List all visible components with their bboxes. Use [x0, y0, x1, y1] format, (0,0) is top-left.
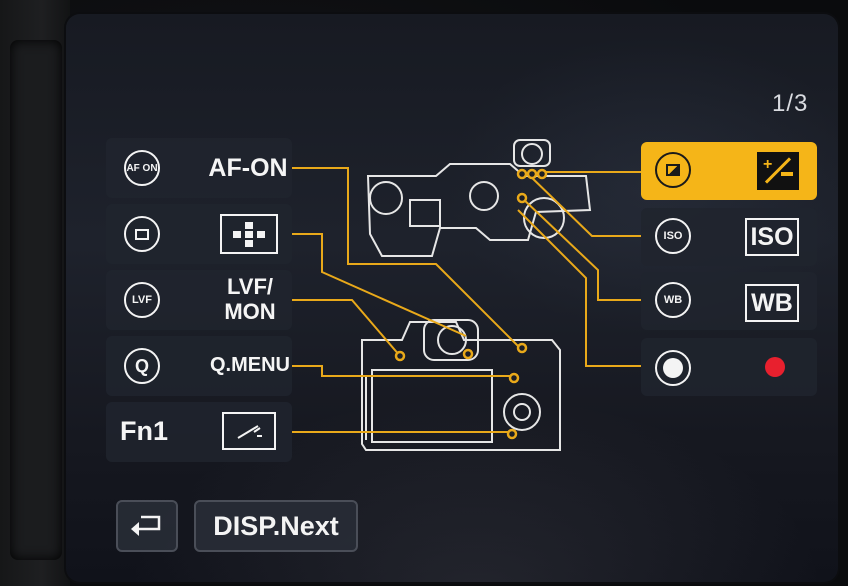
return-arrow-icon — [131, 515, 161, 536]
exp-plus: + — [763, 156, 773, 173]
fn-row-iso[interactable]: ISO ISO — [641, 208, 817, 266]
exposure-comp-icon: + — [757, 152, 799, 190]
lvf-mon-label: LVF/ MON — [210, 274, 290, 324]
wb-icon: WB — [745, 284, 799, 322]
fn-row-af-on[interactable]: AF ON AF-ON — [106, 138, 292, 198]
camera-top-view — [366, 139, 592, 257]
af-on-circle-icon: AF ON — [124, 150, 160, 186]
record-circle-icon — [655, 350, 691, 386]
q-menu-label: Q.MENU — [210, 354, 290, 376]
disp-next-button[interactable]: DISP.Next — [194, 500, 358, 552]
fn-row-lvf[interactable]: LVF LVF/ MON — [106, 270, 292, 330]
lcd-screen: 1/3 AF ON AF-ON LVF LVF/ MON — [66, 14, 838, 582]
af-on-label: AF-ON — [208, 154, 288, 182]
fn-row-q-menu[interactable]: Q Q.MENU — [106, 336, 292, 396]
fn-row-fn1[interactable]: Fn1 — [106, 402, 292, 462]
focus-dot-bottom — [245, 240, 253, 247]
touch-screen-box-icon — [222, 412, 276, 450]
lvf-circle-icon: LVF — [124, 282, 160, 318]
leader-lines-right — [517, 171, 641, 367]
back-button[interactable] — [116, 500, 178, 552]
fn-row-wb[interactable]: WB WB — [641, 272, 817, 330]
wb-circle-icon: WB — [655, 282, 691, 318]
camera-rear-view — [361, 319, 561, 451]
leader-dots — [394, 168, 548, 440]
iso-circle-icon: ISO — [655, 218, 691, 254]
focus-dot-right — [257, 231, 265, 238]
record-glyph — [663, 358, 683, 378]
iso-icon: ISO — [745, 218, 799, 256]
focus-dot-center — [245, 231, 253, 238]
focus-area-glyph — [135, 228, 149, 240]
focus-area-box-icon — [220, 214, 278, 254]
touch-glyph — [237, 425, 262, 439]
fn1-icon: Fn1 — [120, 416, 169, 446]
exposure-glyph — [666, 164, 680, 176]
focus-area-icon — [124, 216, 160, 252]
camera-grip-strip — [10, 40, 62, 560]
focus-dot-top — [245, 222, 253, 229]
leader-lines-left — [292, 167, 521, 433]
lvf-label-line2: MON — [224, 299, 276, 324]
exp-minus — [781, 172, 793, 176]
fn-row-record[interactable] — [641, 338, 817, 396]
exposure-comp-circle-icon — [655, 152, 691, 188]
fn-row-exposure-comp[interactable]: + — [641, 142, 817, 200]
focus-dot-left — [233, 231, 241, 238]
lvf-label-line1: LVF/ — [226, 274, 274, 299]
q-circle-icon: Q — [124, 348, 160, 384]
fn-row-focus-area[interactable] — [106, 204, 292, 264]
record-icon — [765, 357, 785, 377]
camera-diagram — [292, 139, 641, 451]
page-indicator: 1/3 — [772, 90, 809, 117]
